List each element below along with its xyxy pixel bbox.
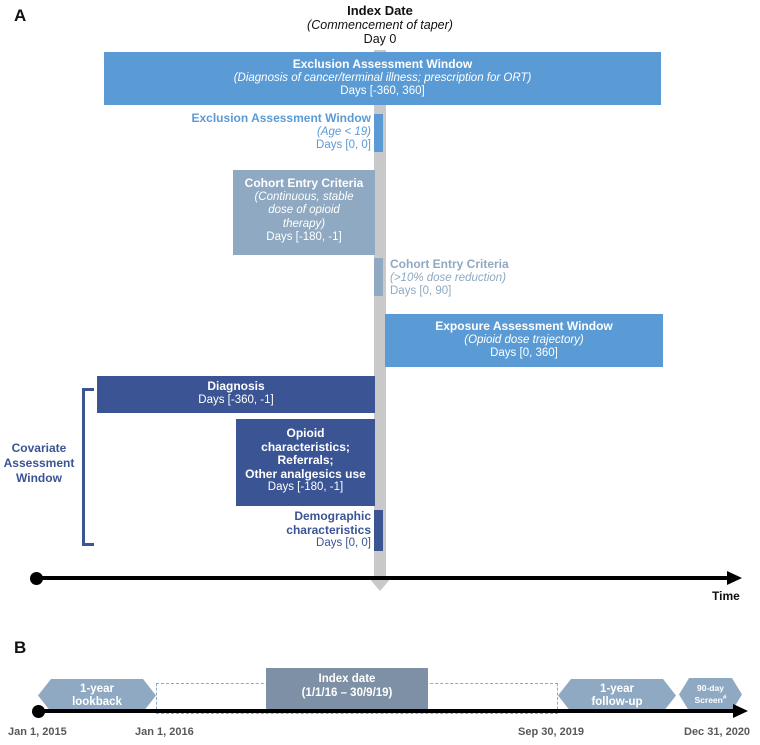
box-title: Cohort Entry Criteria: [244, 176, 364, 190]
box-days: Days [-180, -1]: [267, 481, 344, 493]
cohort-entry-reduction-tick: [374, 258, 383, 296]
exclusion-assessment-window-box: Exclusion Assessment Window (Diagnosis o…: [104, 52, 661, 105]
index-date-vertical-bar: [374, 50, 386, 578]
box-subtitle: (Continuous, stable dose of opioid thera…: [254, 190, 354, 230]
panel-a-label: A: [14, 6, 27, 25]
timeline-b-line: [38, 709, 738, 713]
index-date-arrowhead: [368, 577, 392, 591]
diagnosis-box: Diagnosis Days [-360, -1]: [97, 376, 375, 413]
screen-footnote-mark: #: [722, 694, 727, 702]
timeline-a-line: [36, 576, 730, 580]
date-sep-2019: Sep 30, 2019: [518, 726, 585, 738]
followup-label: 1-year follow-up: [591, 682, 643, 708]
side-subtitle: (>10% dose reduction): [390, 271, 507, 284]
index-date-subtitle: (Commencement of taper): [307, 18, 453, 32]
index-date-b-range: (1/1/16 – 30/9/19): [301, 687, 393, 699]
screen-line2: Screen: [694, 694, 723, 705]
screen-line1: 90-day: [697, 682, 724, 693]
side-title: Cohort Entry Criteria: [390, 257, 509, 271]
index-date-day: Day 0: [363, 32, 397, 46]
lookback-hexagon: 1-year lookback: [38, 679, 156, 712]
box-days: Days [-180, -1]: [266, 231, 342, 243]
covariate-bracket: [82, 388, 94, 546]
time-axis-label: Time: [712, 589, 740, 603]
index-date-box: Index date (1/1/16 – 30/9/19): [266, 668, 428, 709]
demographic-tick: [374, 510, 383, 551]
date-jan-2015: Jan 1, 2015: [8, 726, 67, 738]
opioid-characteristics-box: Opioid characteristics; Referrals; Other…: [236, 419, 375, 506]
side-title: Demographic characteristics: [286, 509, 371, 537]
box-subtitle: (Diagnosis of cancer/terminal illness; p…: [233, 71, 532, 84]
box-subtitle: (Opioid dose trajectory): [464, 333, 584, 346]
box-days: Days [-360, -1]: [198, 393, 274, 406]
index-date-b-title: Index date: [318, 673, 376, 685]
date-jan-2016: Jan 1, 2016: [135, 726, 194, 738]
side-subtitle: (Age < 19): [316, 125, 371, 138]
demographic-label: Demographic characteristics Days [0, 0]: [171, 509, 371, 551]
index-date-header: Index Date (Commencement of taper) Day 0: [250, 3, 510, 47]
cohort-entry-reduction-label: Cohort Entry Criteria (>10% dose reducti…: [390, 257, 620, 299]
timeline-b-arrowhead: [733, 704, 748, 718]
box-days: Days [-360, 360]: [340, 85, 425, 97]
timeline-a-arrowhead: [727, 571, 742, 585]
side-days: Days [0, 90]: [390, 285, 452, 297]
index-date-title: Index Date: [347, 3, 413, 18]
panel-b-label: B: [14, 638, 27, 657]
followup-hexagon: 1-year follow-up: [558, 679, 676, 712]
box-days: Days [0, 360]: [490, 347, 558, 359]
screen-label: 90-day Screen#: [694, 682, 727, 706]
screen-hexagon: 90-day Screen#: [679, 678, 742, 711]
exclusion-age-tick: [374, 114, 383, 152]
side-days: Days [0, 0]: [316, 537, 371, 549]
exclusion-age-label: Exclusion Assessment Window (Age < 19) D…: [120, 111, 372, 153]
exposure-assessment-window-box: Exposure Assessment Window (Opioid dose …: [385, 314, 663, 367]
box-title: Diagnosis: [207, 379, 265, 393]
lookback-label: 1-year lookback: [72, 682, 122, 708]
side-days: Days [0, 0]: [316, 139, 371, 151]
box-title: Exposure Assessment Window: [435, 319, 613, 333]
covariate-window-label: Covariate Assessment Window: [3, 441, 75, 485]
box-title: Exclusion Assessment Window: [292, 57, 473, 71]
date-dec-2020: Dec 31, 2020: [684, 726, 751, 738]
cohort-entry-stable-box: Cohort Entry Criteria (Continuous, stabl…: [233, 170, 375, 255]
side-title: Exclusion Assessment Window: [191, 111, 372, 125]
box-title: Opioid characteristics; Referrals; Other…: [245, 426, 366, 481]
